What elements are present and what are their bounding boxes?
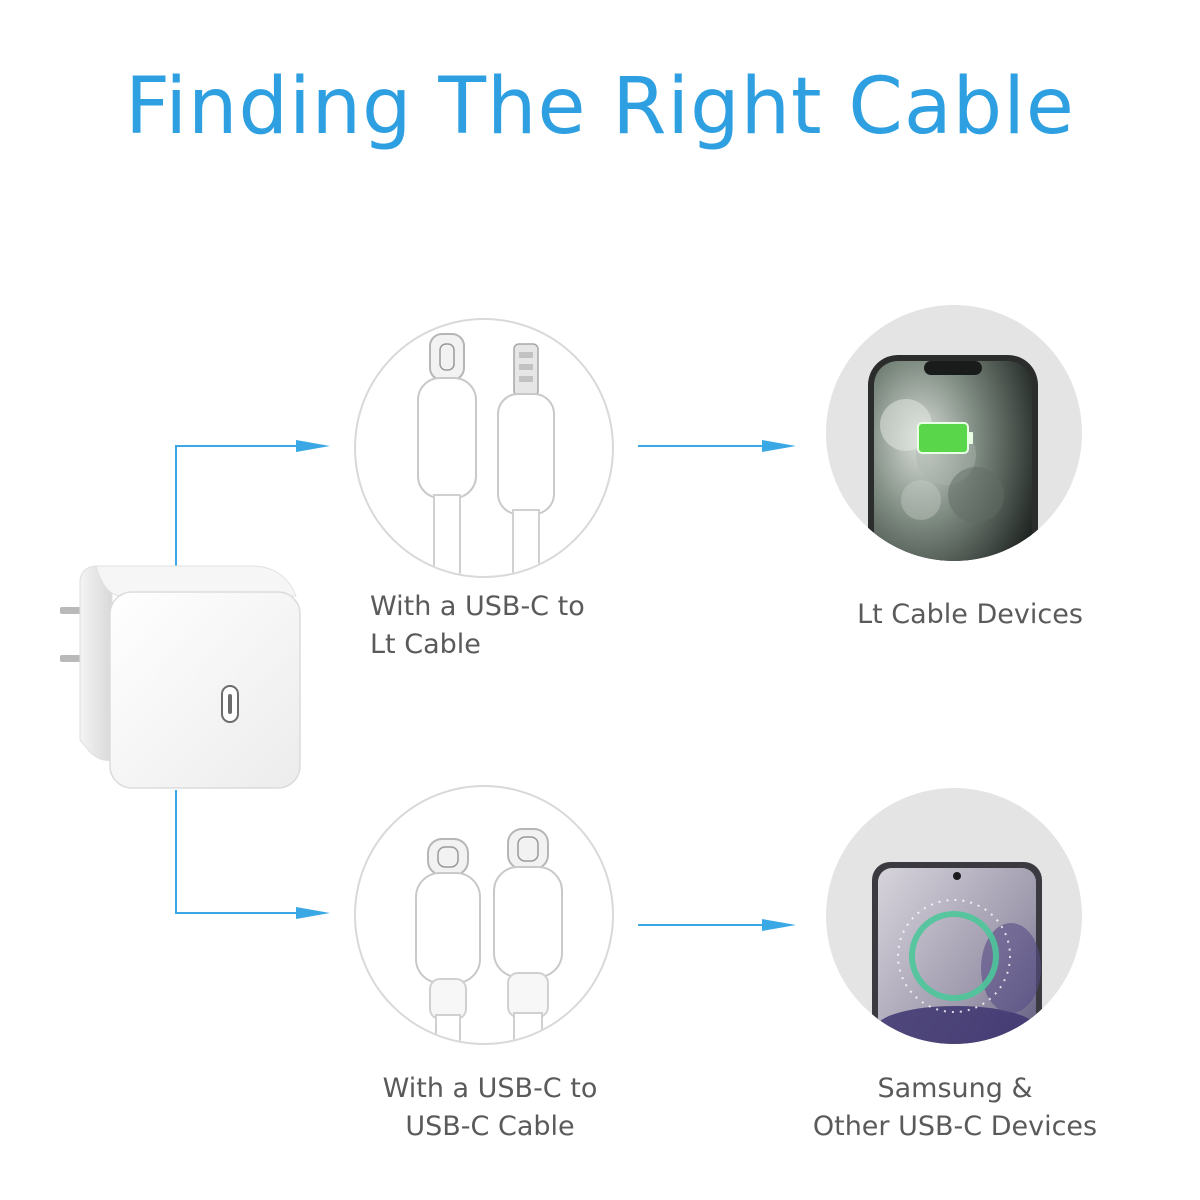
- caption-line: Samsung &: [790, 1070, 1120, 1108]
- usb-c-device-image: [826, 788, 1082, 1044]
- caption-line: Other USB-C Devices: [790, 1108, 1120, 1146]
- caption-usb-c-devices: Samsung & Other USB-C Devices: [790, 1070, 1120, 1146]
- connector-top: [176, 446, 300, 572]
- page-title: Finding The Right Cable: [0, 62, 1200, 152]
- caption-lightning-cable: With a USB-C to Lt Cable: [370, 588, 585, 664]
- caption-line: Lt Cable: [370, 626, 585, 664]
- iphone-icon: [826, 305, 1082, 561]
- arrow-right-icon: [296, 907, 330, 919]
- usb-c-to-lightning-cable-icon: [356, 320, 614, 578]
- usb-c-to-usb-c-cable-icon: [356, 787, 614, 1045]
- arrow-right-icon: [296, 440, 330, 452]
- caption-line: USB-C Cable: [350, 1108, 630, 1146]
- arrow-right-icon: [762, 919, 796, 931]
- caption-line: Lt Cable Devices: [830, 596, 1110, 634]
- arrow-right-icon: [762, 440, 796, 452]
- connector-bottom: [176, 790, 300, 913]
- caption-line: With a USB-C to: [350, 1070, 630, 1108]
- battery-icon: [918, 423, 968, 453]
- caption-line: With a USB-C to: [370, 588, 585, 626]
- usb-c-to-lightning-cable-image: [354, 318, 614, 578]
- samsung-phone-icon: [826, 788, 1082, 1044]
- usb-c-to-usb-c-cable-image: [354, 785, 614, 1045]
- caption-usb-c-cable: With a USB-C to USB-C Cable: [350, 1070, 630, 1146]
- caption-lightning-devices: Lt Cable Devices: [830, 596, 1110, 634]
- lightning-device-image: [826, 305, 1082, 561]
